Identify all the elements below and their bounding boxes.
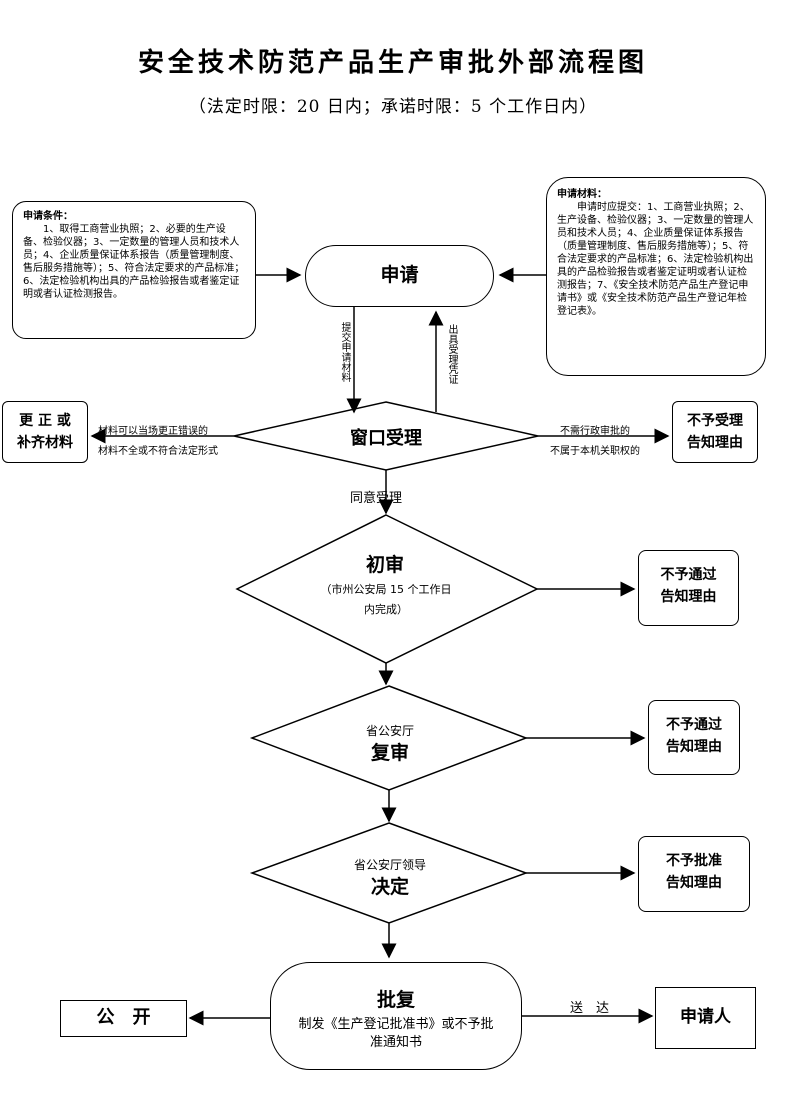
page-subtitle: （法定时限：20 日内；承诺时限：5 个工作日内） [188, 97, 598, 117]
window-accept-label: 窗口受理 [350, 428, 422, 449]
public-node: 公 开 [60, 1000, 187, 1037]
conditions-box: 申请条件： 1、取得工商营业执照；2、必要的生产设备、检验仪器；3、一定数量的管… [12, 201, 256, 339]
materials-box: 申请材料： 申请时应提交：1、工商营业执照；2、生产设备、检验仪器；3、一定数量… [546, 177, 766, 376]
materials-heading: 申请材料： [557, 189, 607, 200]
correct-materials-node: 更 正 或 补齐材料 [2, 401, 88, 463]
correct-condition-1: 材料可以当场更正错误的 [98, 426, 208, 437]
page-title: 安全技术防范产品生产审批外部流程图 [137, 48, 648, 78]
reject-condition-2: 不属于本机关职权的 [550, 446, 640, 457]
approve-note: 制发《生产登记批准书》或不予批准通知书 [298, 1017, 494, 1050]
approve-label: 批复 [376, 989, 415, 1011]
apply-node: 申请 [305, 245, 494, 307]
reject-approval-node: 不予批准 告知理由 [638, 836, 750, 912]
first-review-label: 初审 [365, 554, 404, 576]
decision-dept: 省公安厅领导 [353, 858, 426, 872]
second-review-label: 复审 [370, 742, 409, 764]
conditions-heading: 申请条件： [23, 211, 73, 222]
materials-text: 申请时应提交：1、工商营业执照；2、生产设备、检验仪器；3、一定数量的管理人员和… [557, 202, 754, 317]
reject-condition-1: 不需行政审批的 [560, 426, 630, 437]
decision-label: 决定 [370, 876, 409, 898]
conditions-text: 1、取得工商营业执照；2、必要的生产设备、检验仪器；3、一定数量的管理人员和技术… [23, 224, 245, 300]
first-review-note: （市州公安局 15 个工作日内完成） [320, 583, 452, 616]
applicant-node: 申请人 [655, 987, 756, 1049]
reject-accept-node: 不予受理 告知理由 [672, 401, 758, 463]
receipt-label: 出具受理凭证 [446, 324, 457, 384]
second-review-dept: 省公安厅 [365, 724, 414, 738]
submit-label: 提交申请材料 [339, 322, 350, 382]
approve-node: 批复 制发《生产登记批准书》或不予批准通知书 [270, 962, 522, 1070]
fail-first-review-node: 不予通过 告知理由 [638, 550, 739, 626]
agree-label: 同意受理 [350, 491, 403, 506]
deliver-label: 送 达 [570, 1001, 610, 1016]
fail-second-review-node: 不予通过 告知理由 [648, 700, 740, 775]
correct-condition-2: 材料不全或不符合法定形式 [98, 446, 218, 457]
